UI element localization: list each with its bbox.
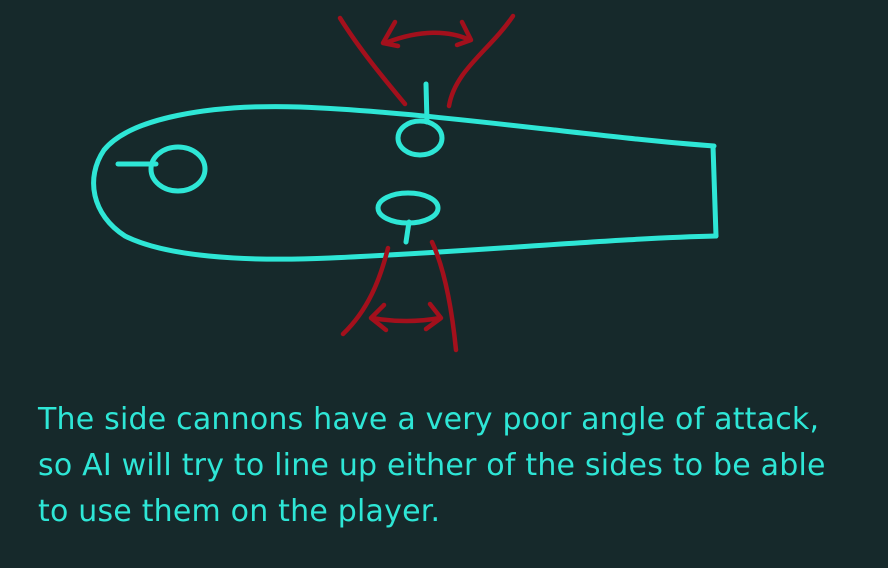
top-firing-arc-left-edge	[337, 15, 408, 107]
top-arc-rotation-arrow	[385, 30, 473, 45]
top-firing-arc-right-edge	[446, 13, 516, 109]
bottom-side-cannon-turret	[375, 190, 441, 226]
bottom-arc-arrowhead-left	[368, 302, 389, 333]
bottom-firing-arc-right-edge	[429, 239, 459, 353]
ship-hull-outline	[91, 104, 719, 262]
bottom-arc-rotation-arrow	[369, 315, 443, 324]
top-side-cannon-barrel	[423, 81, 430, 125]
top-arc-arrowhead-right	[454, 19, 474, 48]
front-cannon-turret	[148, 144, 208, 194]
bottom-arc-arrowhead-right	[423, 301, 444, 332]
caption-line-2: so AI will try to line up either of the …	[38, 448, 826, 483]
top-side-cannon-turret	[395, 118, 445, 158]
top-arc-arrowhead-left	[380, 19, 401, 49]
caption-text: The side cannons have a very poor angle …	[38, 397, 878, 535]
bottom-firing-arc-left-edge	[340, 245, 391, 337]
ship-stern-line	[710, 143, 719, 239]
caption-line-1: The side cannons have a very poor angle …	[38, 402, 820, 437]
ship-diagram	[91, 13, 719, 353]
caption-line-3: to use them on the player.	[38, 494, 441, 529]
bottom-side-cannon-barrel	[403, 219, 412, 245]
